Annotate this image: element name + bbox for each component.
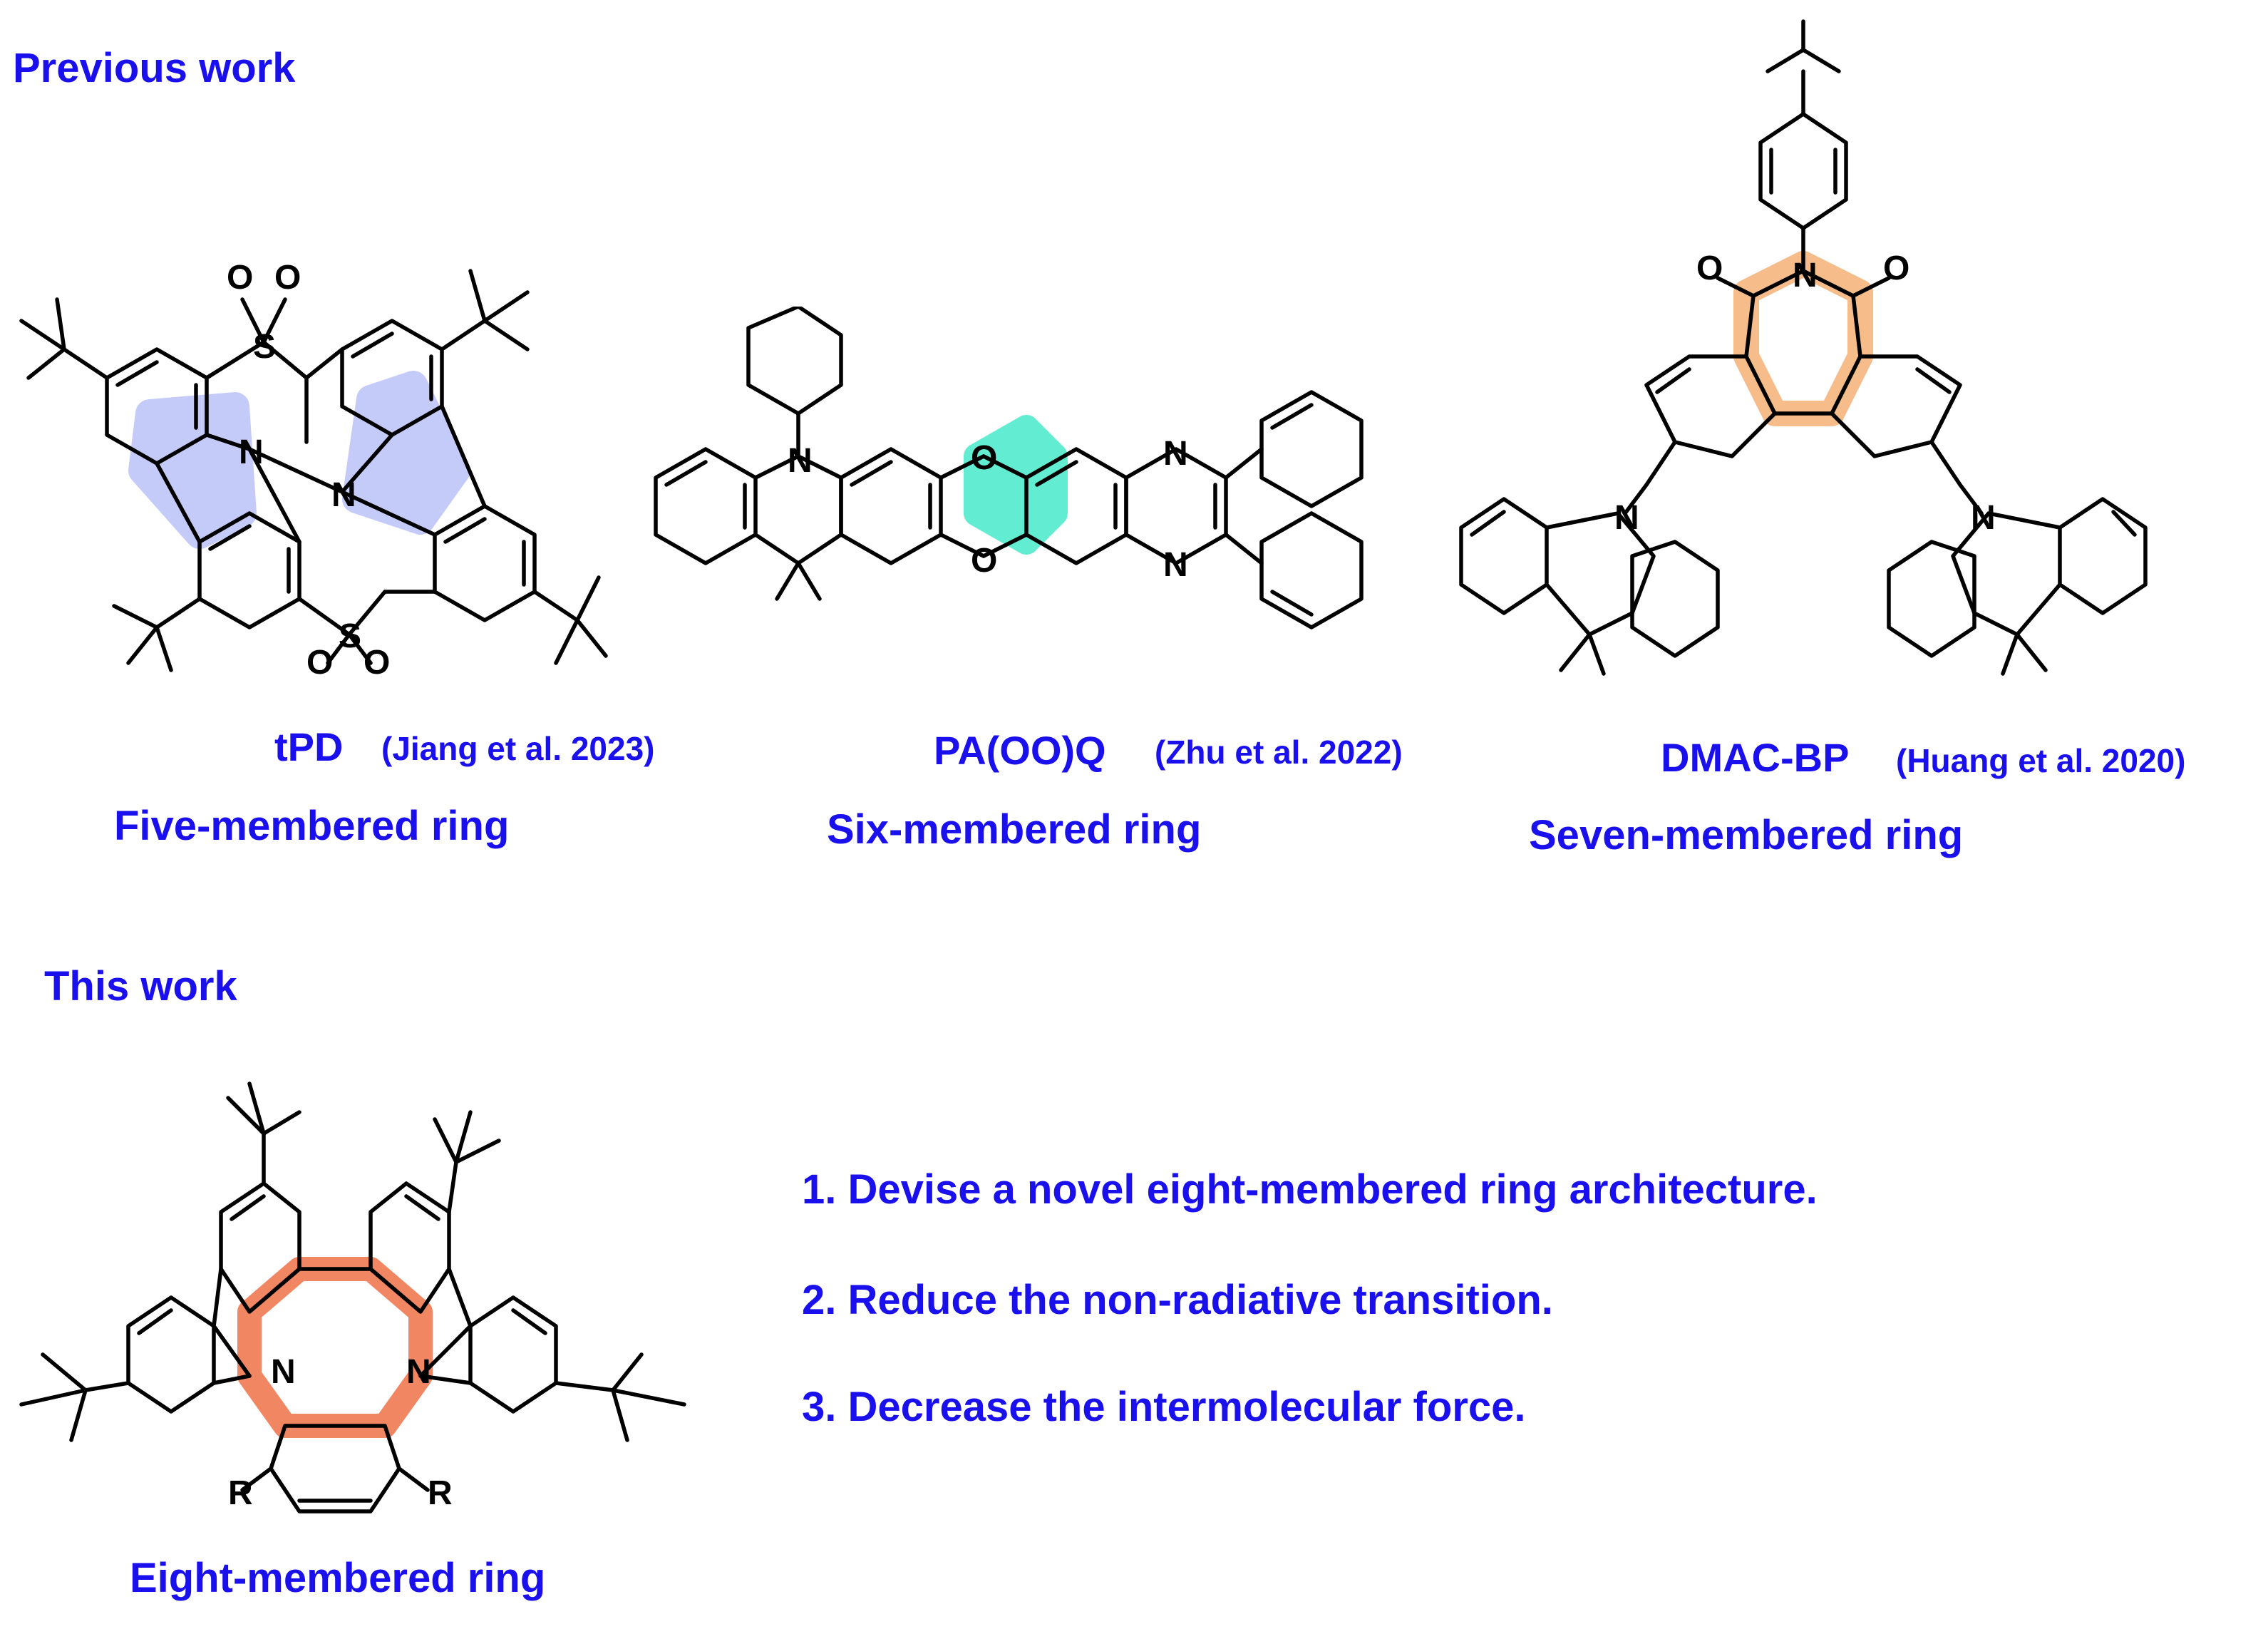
eight-ring-atom-r1: R — [228, 1474, 253, 1512]
dmacbp-name: DMAC-BP — [1661, 735, 1850, 780]
paooq-highlight — [964, 415, 1068, 555]
paooq-citation: (Zhu et al. 2022) — [1155, 734, 1403, 771]
paooq-atom-n2: N — [1163, 435, 1188, 473]
point-1: 1. Devise a novel eight-membered ring ar… — [802, 1166, 1818, 1213]
eight-ring-bonds — [19, 1081, 686, 1514]
tpd-atom-o3: O — [306, 644, 333, 677]
tpd-citation: (Jiang et al. 2023) — [381, 730, 655, 767]
dmacbp-ring-label: Seven-membered ring — [1529, 812, 1964, 858]
eight-ring-label: Eight-membered ring — [130, 1555, 546, 1601]
paooq-structure: N O O N N — [654, 307, 1364, 629]
tpd-atom-n1: N — [239, 433, 264, 471]
tpd-atom-s-bottom: S — [339, 617, 361, 655]
point-2: 2. Reduce the non-radiative transition. — [802, 1277, 1553, 1323]
dmacbp-bonds — [1459, 19, 2148, 676]
tpd-highlight-right — [342, 371, 470, 535]
tpd-atom-n2: N — [331, 476, 356, 514]
tpd-atom-o4: O — [364, 644, 390, 677]
dmacbp-atom-o1: O — [1696, 250, 1723, 287]
tpd-atom-o1: O — [227, 259, 253, 297]
dmacbp-atom-n-right: N — [1971, 499, 1996, 537]
eight-ring-structure: N N R R — [19, 1081, 686, 1514]
eight-ring-atom-n1: N — [271, 1353, 296, 1391]
dmacbp-structure: N O O N N — [1459, 19, 2148, 676]
paooq-atom-n3: N — [1163, 546, 1188, 584]
tpd-highlight-left — [128, 392, 257, 549]
eight-ring-atom-n2: N — [406, 1353, 431, 1391]
eight-ring-highlight — [237, 1257, 433, 1438]
paooq-ring-label: Six-membered ring — [827, 806, 1202, 853]
tpd-atom-s-top: S — [253, 328, 276, 366]
tpd-name: tPD — [274, 724, 344, 769]
tpd-atom-o2: O — [274, 259, 301, 297]
dmacbp-citation: (Huang et al. 2020) — [1896, 742, 2186, 779]
dmacbp-atom-n-left: N — [1614, 499, 1639, 537]
dmacbp-atom-n-imide: N — [1793, 257, 1818, 294]
eight-ring-atom-r2: R — [428, 1474, 453, 1512]
tpd-ring-label: Five-membered ring — [114, 803, 510, 849]
paooq-atom-o1: O — [971, 439, 997, 477]
dmacbp-atom-o2: O — [1883, 250, 1909, 287]
paooq-atom-o2: O — [971, 542, 997, 580]
point-3: 3. Decrease the intermolecular force. — [802, 1384, 1526, 1430]
tpd-structure: S O O N N S O O — [19, 259, 608, 677]
paooq-bonds — [654, 307, 1364, 629]
tpd-bonds — [19, 269, 608, 672]
paooq-name: PA(OO)Q — [934, 728, 1106, 773]
paooq-atom-n1: N — [788, 442, 813, 480]
this-work-heading: This work — [44, 963, 237, 1009]
previous-work-heading: Previous work — [13, 45, 296, 91]
